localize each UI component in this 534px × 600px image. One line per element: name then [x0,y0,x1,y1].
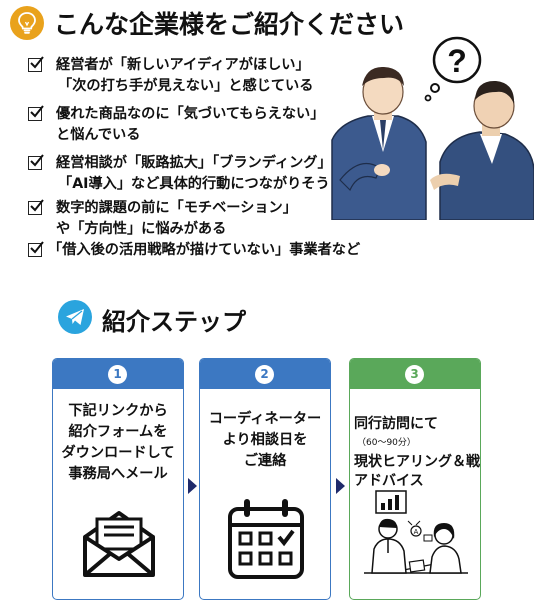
businessmen-question-illustration: ? [331,36,534,220]
step-number: 1 [108,365,127,384]
step-card-3: 3 同行訪問にて（60〜90分） 現状ヒアリング＆戦略 アドバイス A [349,358,481,600]
step-number: 3 [405,365,424,384]
checklist-item: 優れた商品なのに「気づいてもらえない」 と悩んでいる [28,104,324,146]
steps-section-title: 紹介ステップ [102,308,246,336]
paper-plane-badge [58,300,92,334]
step-number: 2 [255,365,274,384]
lightbulb-icon [18,12,36,34]
page-title: こんな企業様をご紹介ください [54,10,405,39]
checkbox-icon [28,154,44,170]
calendar-icon [228,499,304,579]
right-businessman [430,80,534,220]
paper-plane-icon [66,309,84,325]
left-businessman [331,66,427,220]
step-card-1: 1 下記リンクから 紹介フォームを ダウンロードして 事務局へメール [52,358,184,600]
svg-text:?: ? [447,43,467,79]
step-arrow-icon [188,478,197,494]
svg-text:A: A [414,529,419,536]
checklist-item: 数字的課題の前に「モチベーション」 や「方向性」に悩みがある [28,198,297,240]
step-description: 同行訪問にて（60〜90分） 現状ヒアリング＆戦略 アドバイス [354,416,481,489]
checklist-item: 「借入後の活用戦略が描けていない」事業者など [28,240,360,261]
step-description: 下記リンクから 紹介フォームを ダウンロードして 事務局へメール [61,403,175,482]
checkbox-icon [28,56,44,72]
step-card-2: 2 コーディネーター より相談日を ご連絡 [199,358,331,600]
checkbox-icon [28,199,44,215]
step-arrow-icon [336,478,345,494]
checkbox-icon [28,105,44,121]
lightbulb-badge [10,6,44,40]
step-description: コーディネーター より相談日を ご連絡 [208,411,322,469]
checklist-item: 経営相談が「販路拡大」「ブランディング」 「AI導入」など具体的行動につながりそ… [28,153,332,195]
envelope-icon [83,511,155,577]
checklist-item: 経営者が「新しいアイディアがほしい」 「次の打ち手が見えない」と感じている [28,55,313,97]
consultation-icon: A [364,490,468,574]
checkbox-icon [28,241,44,257]
question-bubble-icon: ? [424,36,482,102]
